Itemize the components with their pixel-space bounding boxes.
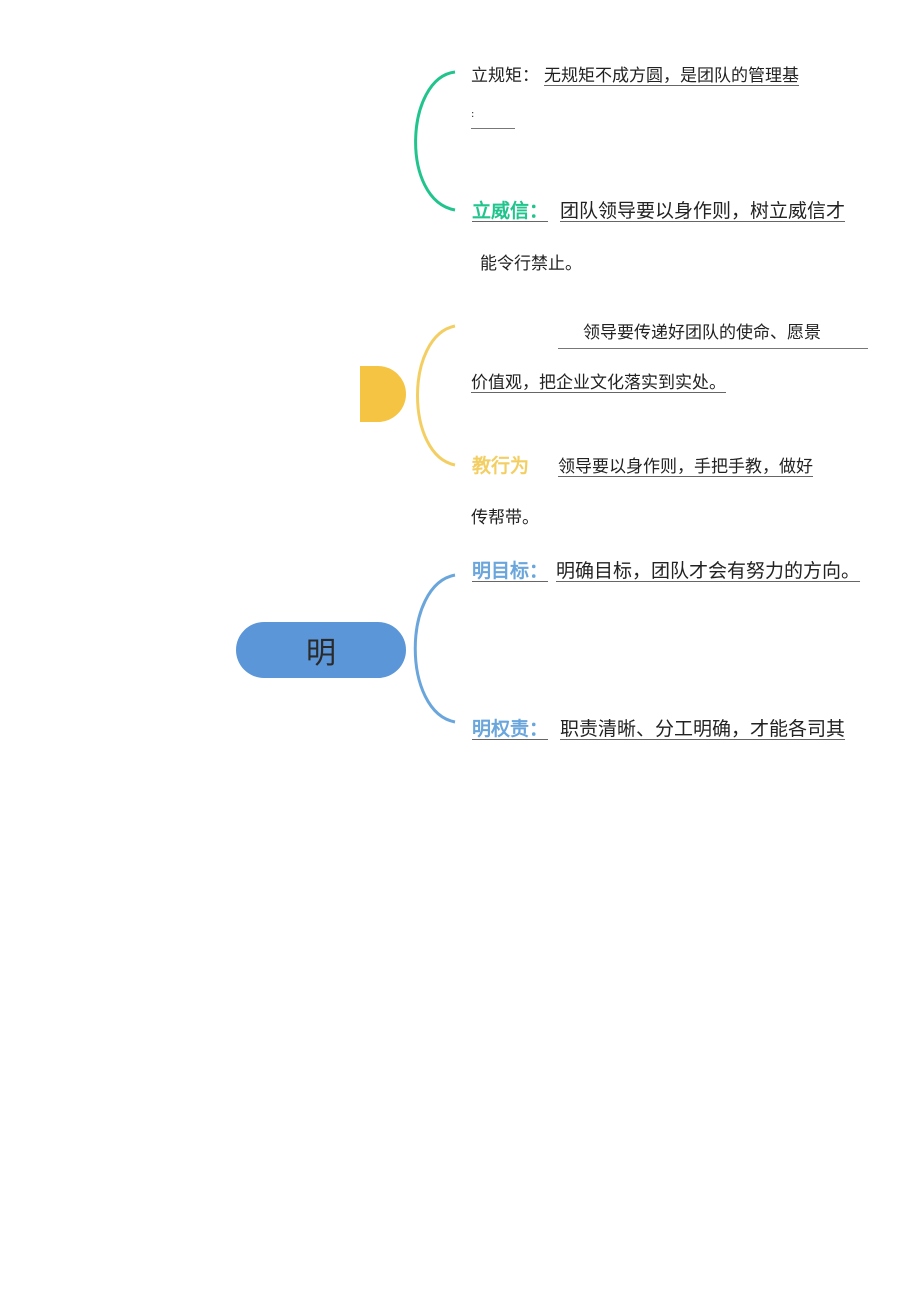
- green-bracket: [414, 70, 456, 212]
- node-ming-label: 明: [306, 636, 336, 671]
- underline: [471, 128, 515, 129]
- label-duty: 明权责：: [472, 718, 549, 740]
- node-ming: 明: [236, 622, 406, 678]
- text-teach-cont: 传帮带。: [471, 508, 539, 528]
- label-teach: 教行为: [472, 455, 530, 477]
- text-goal: 明确目标，团队才会有努力的方向。: [556, 560, 861, 582]
- label-authority: 立威信：: [472, 200, 549, 222]
- label-goal: 明目标：: [472, 560, 549, 582]
- yellow-bracket: [416, 324, 456, 467]
- text-culture: 领导要传递好团队的使命、愿景: [583, 323, 821, 343]
- text-rule: 无规矩不成方圆，是团队的管理基: [544, 66, 799, 86]
- text-authority: 团队领导要以身作则，树立威信才: [560, 200, 846, 222]
- text-rule-cont: :: [471, 109, 475, 120]
- label-rule: 立规矩：: [471, 66, 539, 86]
- yellow-node: [360, 366, 406, 422]
- underline: [558, 348, 868, 349]
- text-authority-cont: 能令行禁止。: [480, 254, 582, 274]
- blue-bracket: [413, 573, 456, 724]
- text-teach: 领导要以身作则，手把手教，做好: [558, 457, 813, 477]
- text-culture-cont: 价值观，把企业文化落实到实处。: [471, 373, 726, 393]
- text-duty: 职责清晰、分工明确，才能各司其: [560, 718, 846, 740]
